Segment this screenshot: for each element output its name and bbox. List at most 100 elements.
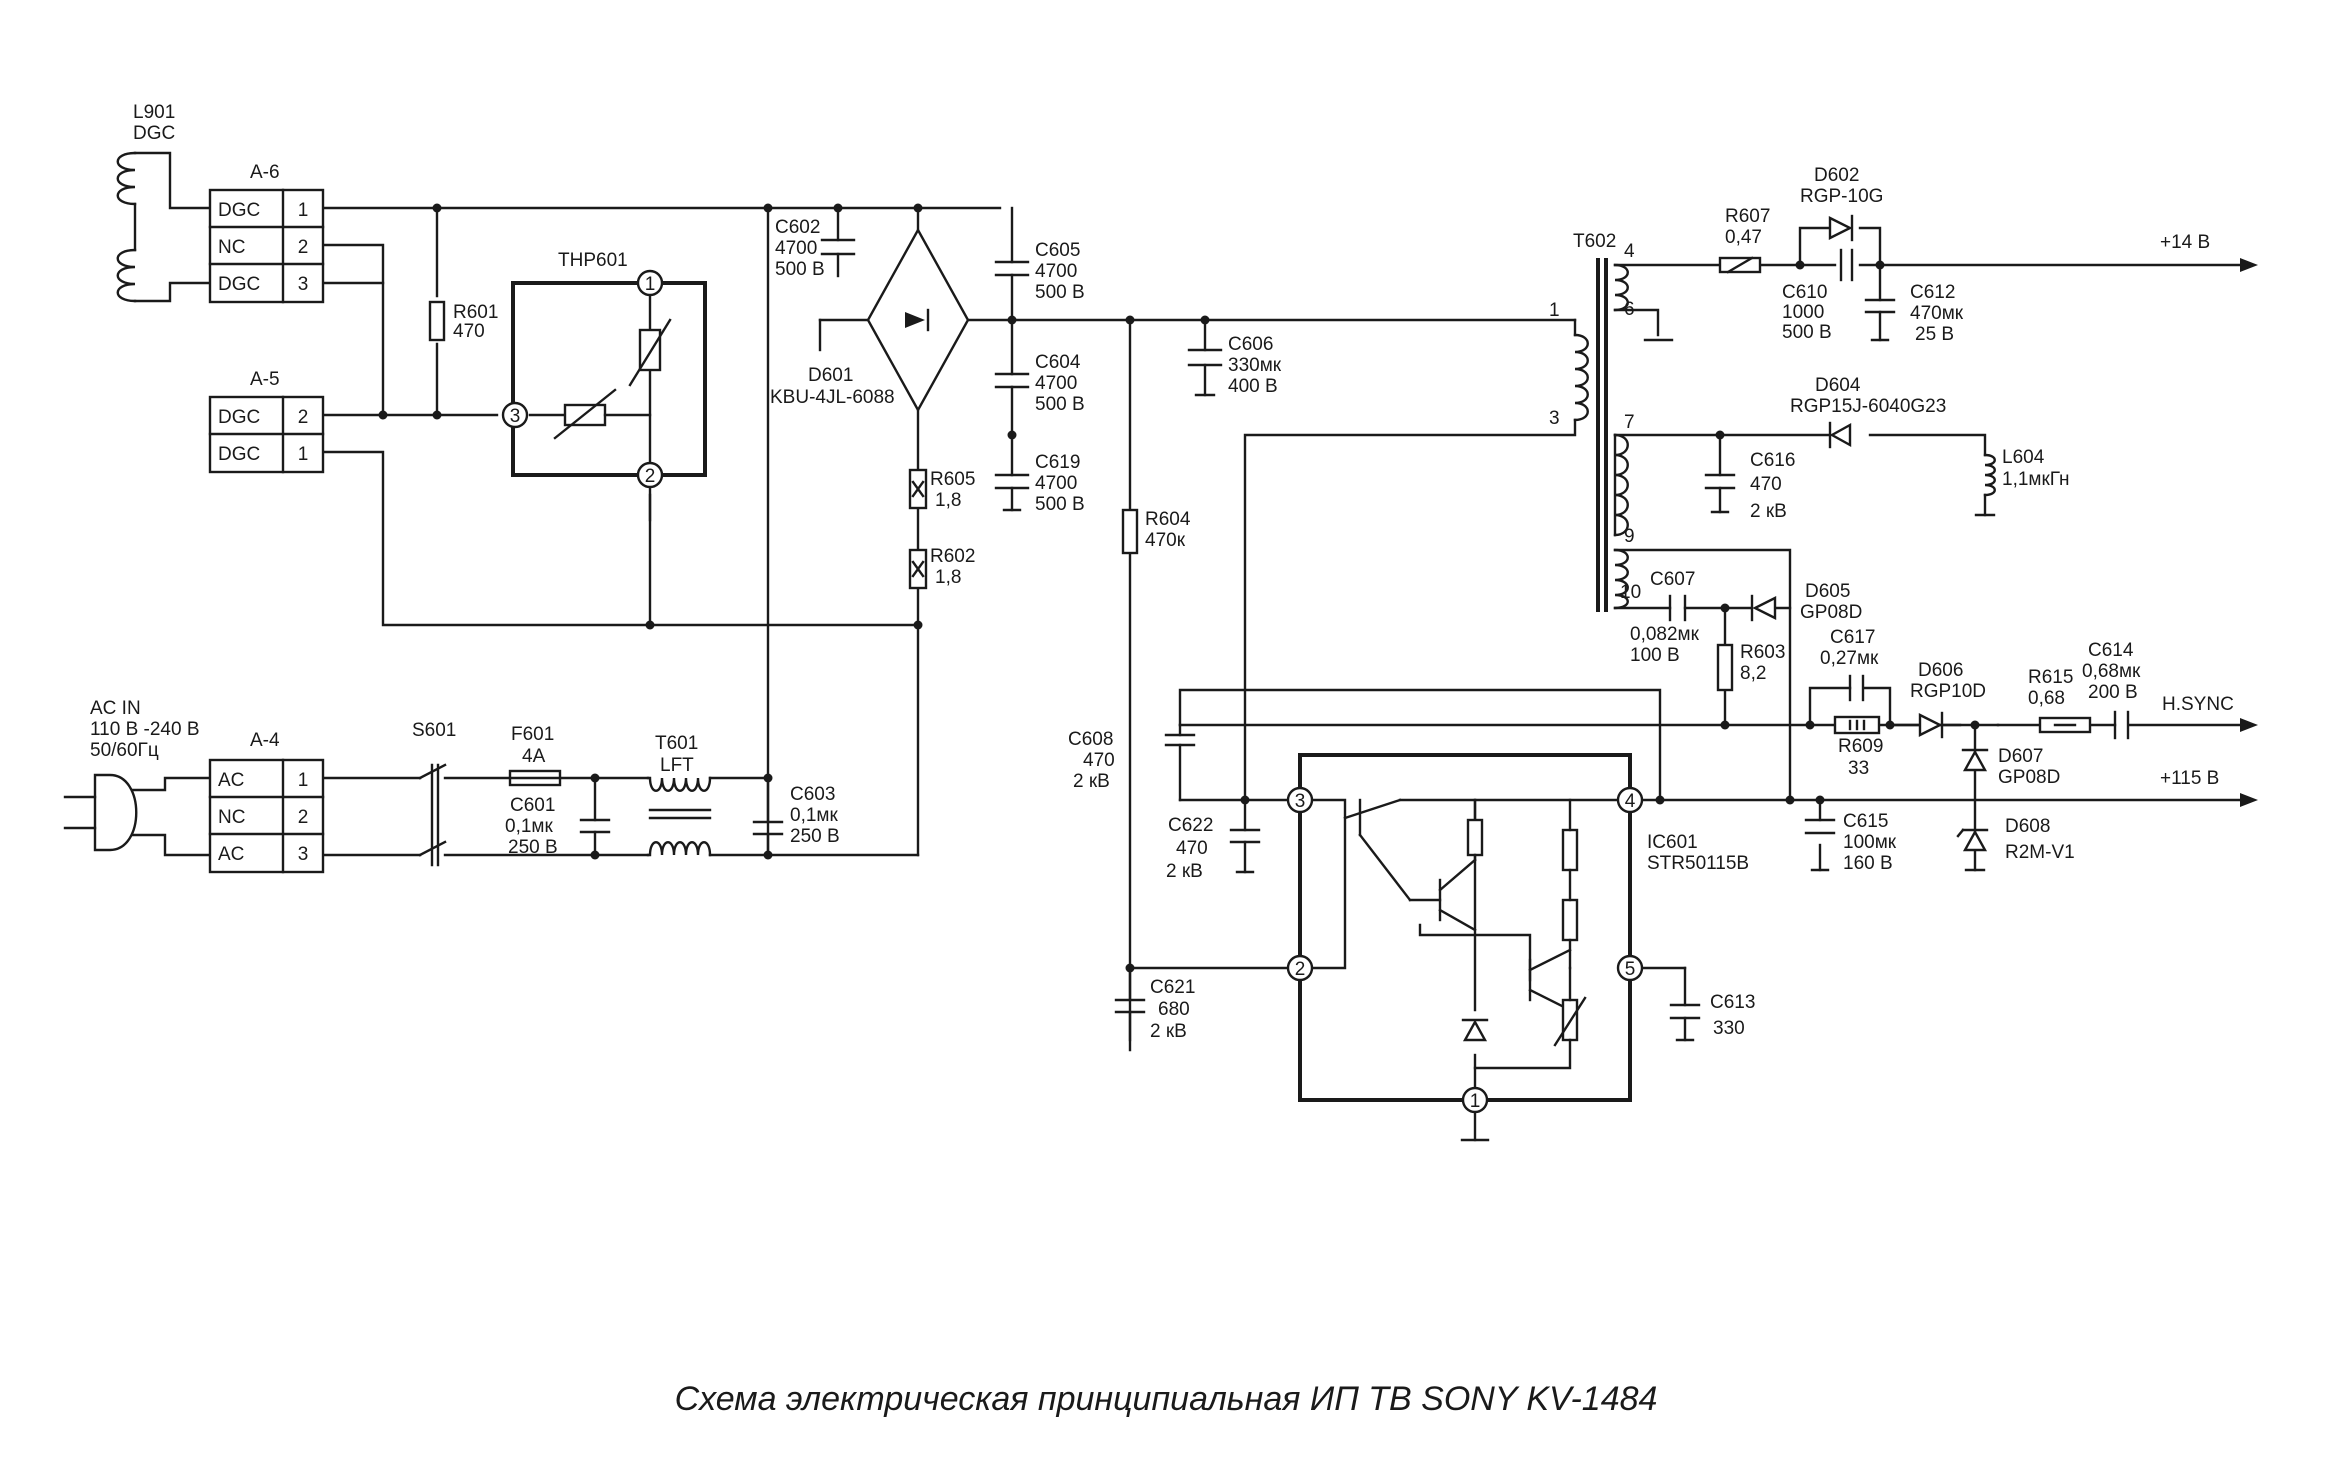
r609-ref: R609 [1838, 736, 1883, 757]
d605-value: GP08D [1800, 602, 1862, 623]
c610-symbol [1839, 248, 1854, 282]
ac-in-line3: 50/60Гц [90, 740, 159, 761]
t602-pin4: 4 [1624, 241, 1635, 262]
c615-ref: C615 [1843, 811, 1888, 832]
d608-ref: D608 [2005, 816, 2050, 837]
a5-title: A-5 [250, 369, 280, 390]
diagram-caption: Схема электрическая принципиальная ИП ТВ… [675, 1380, 1658, 1418]
a4-row2-pin: 2 [298, 807, 309, 828]
c614-symbol [2113, 710, 2130, 740]
c606-rating: 400 В [1228, 376, 1278, 397]
c603-ref: C603 [790, 784, 835, 805]
junctions [378, 203, 1980, 973]
c601-value: 0,1мк [505, 816, 553, 837]
a6-row2-label: NC [218, 237, 245, 258]
ic601-pin5: 5 [1625, 959, 1636, 980]
c604-ref: C604 [1035, 352, 1081, 373]
c604-symbol [994, 372, 1030, 389]
c602-value: 4700 [775, 238, 817, 259]
c615-value: 100мк [1843, 832, 1897, 853]
component-labels: L901 DGC R601 470 THP601 C602 4700 500 В… [90, 102, 2234, 1042]
a4-row1-pin: 1 [298, 770, 309, 791]
c605-rating: 500 В [1035, 282, 1085, 303]
c617-value: 0,27мк [1820, 648, 1879, 669]
c605-symbol [994, 260, 1030, 277]
ic601-pin3: 3 [1295, 791, 1306, 812]
c622-ref: C622 [1168, 815, 1213, 836]
c621-ref: C621 [1150, 977, 1195, 998]
r602-symbol [908, 548, 928, 590]
ic601-pin1: 1 [1470, 1091, 1481, 1112]
ac-plug-symbol [63, 773, 138, 852]
c610-ref: C610 [1782, 282, 1827, 303]
ic601-value: STR50115B [1647, 853, 1749, 874]
rail-115v-label: +115 В [2160, 768, 2219, 789]
a4-row3-label: AC [218, 844, 244, 865]
connector-a4: AC 1 NC 2 AC 3 [208, 758, 325, 874]
r609-symbol [1833, 715, 1881, 735]
c613-ref: C613 [1710, 992, 1755, 1013]
ac-in-line1: AC IN [90, 698, 141, 719]
rail-hsync-label: H.SYNC [2162, 694, 2234, 715]
c619-symbol [994, 473, 1030, 512]
d605-ref: D605 [1805, 581, 1850, 602]
output-arrows [2240, 258, 2258, 807]
l604-symbol [1974, 453, 1996, 517]
thp601-pin3: 3 [510, 406, 521, 427]
l604-ref: L604 [2002, 447, 2045, 468]
t602-pin3: 3 [1549, 408, 1560, 429]
c622-rating: 2 кВ [1166, 861, 1203, 882]
c613-symbol [1669, 1003, 1701, 1042]
r605-symbol [908, 468, 928, 510]
c608-ref: C608 [1068, 729, 1113, 750]
c621-rating: 2 кВ [1150, 1021, 1187, 1042]
thp601-pin2: 2 [645, 466, 656, 487]
c606-symbol [1187, 348, 1223, 397]
c616-value: 470 [1750, 474, 1782, 495]
thp601-ref: THP601 [558, 250, 628, 271]
c619-rating: 500 В [1035, 494, 1085, 515]
c621-value: 680 [1158, 999, 1190, 1020]
t602-pin1: 1 [1549, 300, 1560, 321]
t602-pin6: 6 [1624, 299, 1635, 320]
r602-ref: R602 [930, 546, 975, 567]
c602-symbol [820, 238, 856, 256]
d608-symbol [1956, 828, 1989, 872]
ac-in-line2: 110 В -240 В [90, 719, 200, 740]
s601-symbol [418, 763, 447, 867]
rail-14v-label: +14 В [2160, 232, 2210, 253]
d601-bridge-symbol [866, 227, 970, 413]
r603-symbol [1716, 643, 1734, 692]
d605-symbol [1750, 594, 1777, 622]
d601-ref: D601 [808, 365, 853, 386]
ic601-pin4: 4 [1625, 791, 1636, 812]
c612-value: 470мк [1910, 303, 1964, 324]
a6-row2-pin: 2 [298, 237, 309, 258]
c608-value: 470 [1083, 750, 1115, 771]
c608-rating: 2 кВ [1073, 771, 1110, 792]
c619-value: 4700 [1035, 473, 1077, 494]
c615-rating: 160 В [1843, 853, 1893, 874]
c616-symbol [1704, 473, 1736, 514]
r607-symbol [1718, 256, 1762, 274]
c610-value: 1000 [1782, 302, 1824, 323]
c604-value: 4700 [1035, 373, 1077, 394]
ic601-symbol: 1 2 3 4 5 [1286, 753, 1644, 1142]
d608-value: R2M-V1 [2005, 842, 2075, 863]
a5-row1-label: DGC [218, 407, 260, 428]
t602-pin10: 10 [1620, 582, 1641, 603]
r603-ref: R603 [1740, 642, 1785, 663]
s601-ref: S601 [412, 720, 456, 741]
a6-row3-pin: 3 [298, 274, 309, 295]
c607-value: 0,082мк [1630, 624, 1700, 645]
thp601-symbol: 1 2 3 [501, 269, 707, 489]
c605-value: 4700 [1035, 261, 1077, 282]
c617-symbol [1848, 674, 1865, 702]
c619-ref: C619 [1035, 452, 1080, 473]
r615-value: 0,68 [2028, 688, 2065, 709]
c622-value: 470 [1176, 838, 1208, 859]
t602-transformer-symbol: 1 3 4 6 7 9 10 [1549, 241, 1674, 612]
c613-value: 330 [1713, 1018, 1745, 1039]
c614-ref: C614 [2088, 640, 2134, 661]
